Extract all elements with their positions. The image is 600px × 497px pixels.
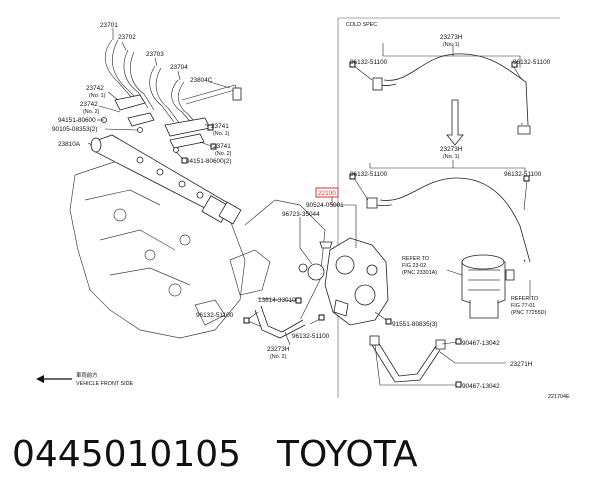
callout-23741-no1: 23741	[211, 123, 229, 130]
caption-part-number: 0445010105	[12, 434, 242, 475]
callout-23273h-mid-sub: (No. 1)	[443, 154, 460, 160]
callout-23701: 23701	[100, 22, 118, 29]
leader-lines	[87, 28, 531, 386]
refer-b-line3: (PNC 77255D)	[511, 310, 547, 316]
callout-23702: 23702	[118, 34, 136, 41]
callout-96132-a: 96132-51100	[350, 59, 388, 66]
fuel-rail	[90, 134, 242, 225]
callout-23273h-low-sub: (No. 2)	[270, 354, 287, 360]
callout-23804c: 23804C	[190, 77, 213, 84]
diagram-canvas: COLD SPEC	[36, 17, 570, 400]
callout-23703: 23703	[146, 51, 164, 58]
refer-b-line1: REFER TO	[511, 296, 538, 302]
callout-94151-80600-b: 94151-80600(2)	[186, 158, 231, 165]
vehicle-front-en: VEHICLE FRONT SIDE	[76, 381, 134, 387]
refer-a-line1: REFER TO	[402, 256, 429, 262]
callout-90105-08353: 90105-08353(2)	[52, 126, 97, 133]
callout-23741-no2-sub: (No. 2)	[215, 151, 232, 157]
callout-90467-b: 90467-13042	[462, 383, 500, 390]
vehicle-front-indicator: 車両前方 VEHICLE FRONT SIDE	[36, 371, 134, 387]
fuel-filter	[461, 254, 515, 319]
injection-pipes	[104, 39, 242, 129]
callout-96723-35044: 96723-35044	[282, 211, 320, 218]
callout-23742-no1: 23742	[86, 85, 104, 92]
vehicle-front-jp: 車両前方	[76, 371, 98, 379]
callout-91551-80835: 91551-80835(3)	[392, 321, 437, 328]
callout-96132-f: 96132-51100	[292, 333, 330, 340]
callout-90467-a: 90467-13042	[462, 340, 500, 347]
supply-pump	[298, 237, 389, 326]
callout-23742-no2: 23742	[80, 101, 98, 108]
callout-96132-b: 96132-51100	[513, 59, 551, 66]
figure-code: 221704E	[548, 394, 570, 400]
callout-23741-no2: 23741	[213, 143, 231, 150]
callout-23742-no1-sub: (No. 1)	[89, 93, 106, 99]
fuel-hoses	[254, 53, 531, 383]
callout-labels: 23701 23702 23703 23704 23804C 23742 (No…	[52, 22, 551, 390]
callout-22100-box	[315, 187, 339, 198]
callout-23273h-low: 23273H	[267, 346, 290, 353]
caption-brand: TOYOTA	[277, 434, 418, 475]
refer-note-a: REFER TO FIG 23-02 (PNC 23301A)	[402, 256, 437, 276]
pipe-clamps	[101, 94, 211, 153]
callout-96132-d: 96132-51100	[504, 171, 542, 178]
callout-13614-33010: 13614-33010	[258, 297, 296, 304]
refer-b-line2: FIG 77-01	[511, 303, 535, 309]
callout-23704: 23704	[170, 64, 188, 71]
callout-23742-no2-sub: (No. 2)	[83, 109, 100, 115]
cold-spec-frame: COLD SPEC	[337, 17, 560, 398]
refer-a-line3: (PNC 23301A)	[402, 270, 437, 276]
refer-a-line2: FIG 23-02	[402, 263, 426, 269]
refer-note-b: REFER TO FIG 77-01 (PNC 77255D)	[511, 296, 547, 316]
callout-23810a: 23810A	[58, 141, 81, 148]
callout-96132-e: 96132-51100	[196, 312, 234, 319]
arrow-head-icon	[36, 375, 44, 383]
callout-96132-c: 96132-51100	[350, 171, 388, 178]
cold-spec-label: COLD SPEC	[346, 22, 377, 28]
callout-23273h-mid: 23273H	[440, 146, 463, 153]
callout-90524-05001: 90524-05001	[306, 202, 344, 209]
callout-23273h-top: 23273H	[440, 34, 463, 41]
callout-23741-no1-sub: (No. 1)	[213, 131, 230, 137]
part-caption: 0445010105 TOYOTA	[12, 430, 592, 480]
callout-94151-80600-a: 94151-80600	[58, 117, 96, 124]
callout-22100: 22100	[318, 190, 336, 197]
callout-23273h-top-sub: (No. 1)	[443, 42, 460, 48]
connection-points	[181, 61, 530, 388]
down-arrow	[446, 99, 464, 146]
callout-23271h: 23271H	[510, 361, 533, 368]
parts-diagram: COLD SPEC	[36, 17, 570, 400]
